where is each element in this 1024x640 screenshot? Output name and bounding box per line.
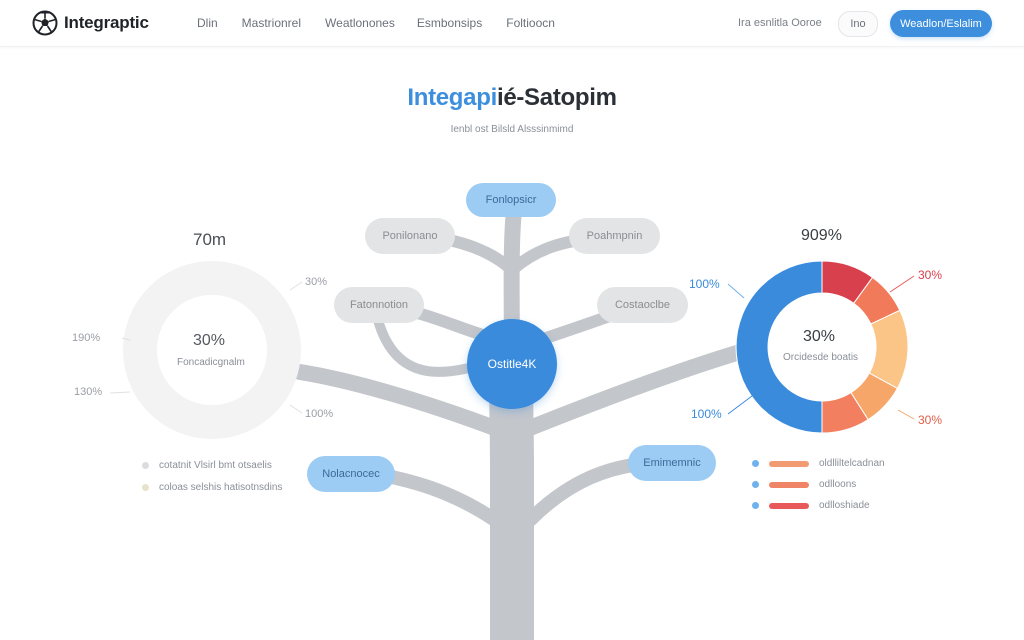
header-link[interactable]: Ira esnlitla Ooroe bbox=[738, 17, 822, 29]
legend-dot-icon bbox=[752, 502, 759, 509]
tree-hub-node[interactable]: Ostitle4K bbox=[467, 319, 557, 409]
tree-node-mid-left[interactable]: Fatonnotion bbox=[334, 287, 424, 323]
donut-center-label: Orcidesde boatis bbox=[783, 352, 859, 363]
nav-item-1[interactable]: Dlin bbox=[197, 16, 218, 30]
donut-legend-item-1: oldlliltelcadnan bbox=[752, 458, 885, 469]
legend-bar-icon bbox=[769, 460, 809, 467]
left-ring-label-1: 30% bbox=[305, 276, 328, 288]
nav-item-2[interactable]: Mastrionrel bbox=[241, 16, 302, 30]
tree-node-lower-left[interactable]: Nolacnocec bbox=[307, 456, 395, 492]
legend-dot-icon bbox=[142, 462, 149, 469]
soccer-ball-logo-icon bbox=[32, 10, 58, 36]
nav-item-4[interactable]: Esmbonsips bbox=[416, 16, 483, 30]
donut-label-4: 30% bbox=[918, 413, 943, 427]
legend-dot-icon bbox=[752, 460, 759, 467]
tree-node-lower-right[interactable]: Emimemnic bbox=[628, 445, 716, 481]
left-legend-item-1: cotatnit Vlsirl bmt otsaelis bbox=[142, 460, 272, 471]
left-ring-label-3: 130% bbox=[74, 386, 103, 398]
left-ring-label-2: 190% bbox=[72, 332, 101, 344]
login-button[interactable]: Ino bbox=[838, 11, 878, 37]
donut-segment-6 bbox=[821, 391, 869, 434]
tree-node-top[interactable]: Fonlopsicr bbox=[466, 183, 556, 217]
donut-top-label: 909% bbox=[801, 227, 842, 244]
left-legend-label-2: coloas selshis hatisotnsdins bbox=[159, 482, 283, 493]
brand[interactable]: Integraptic bbox=[32, 10, 149, 36]
donut-label-1: 100% bbox=[689, 277, 720, 291]
donut-label-2: 30% bbox=[918, 268, 943, 282]
left-ring-chart bbox=[109, 261, 303, 439]
donut-leaders bbox=[727, 275, 915, 420]
donut-legend-label-2: odlloons bbox=[819, 479, 857, 490]
page-title: Integapiié-Satopim bbox=[0, 84, 1024, 112]
left-ring-label-4: 100% bbox=[305, 408, 334, 420]
page-title-rest: ié-Satopim bbox=[496, 84, 617, 111]
left-legend-item-2: coloas selshis hatisotnsdins bbox=[142, 482, 282, 493]
donut-chart bbox=[735, 260, 909, 434]
legend-bar-icon bbox=[769, 481, 809, 488]
left-ring-top-label: 70m bbox=[193, 230, 227, 249]
left-ring-center-label: Foncadicgnalm bbox=[177, 357, 245, 368]
donut-legend-item-2: odlloons bbox=[752, 479, 856, 490]
tree-node-mid-right[interactable]: Costaoclbe bbox=[597, 287, 688, 323]
donut-label-3: 100% bbox=[691, 407, 722, 421]
nav-item-5[interactable]: Foltioocn bbox=[506, 16, 555, 30]
tree-node-upper-right[interactable]: Poahmpnin bbox=[569, 218, 660, 254]
donut-legend-label-1: oldlliltelcadnan bbox=[819, 458, 885, 469]
left-legend-label-1: cotatnit Vlsirl bmt otsaelis bbox=[159, 460, 272, 471]
donut-center-value: 30% bbox=[803, 328, 836, 345]
top-navigation-bar: Integraptic Dlin Mastrionrel Weatlonones… bbox=[0, 0, 1024, 47]
brand-name: Integraptic bbox=[64, 13, 149, 32]
donut-hole bbox=[768, 293, 876, 401]
tree-node-upper-left[interactable]: Ponilonano bbox=[365, 218, 455, 254]
legend-bar-icon bbox=[769, 502, 809, 509]
tree-branches bbox=[292, 192, 748, 640]
page-subtitle: Ienbl ost Bilsld Alsssinmimd bbox=[450, 124, 574, 135]
legend-dot-icon bbox=[752, 481, 759, 488]
nav-item-3[interactable]: Weatlonones bbox=[325, 16, 395, 30]
donut-legend-label-3: odlloshiade bbox=[819, 500, 870, 511]
cta-button[interactable]: Weadlon/Eslalim bbox=[890, 10, 992, 37]
donut-legend-item-3: odlloshiade bbox=[752, 500, 870, 511]
page-title-accent: Integapi bbox=[407, 84, 497, 111]
legend-dot-icon bbox=[142, 484, 149, 491]
left-ring-center-value: 30% bbox=[193, 332, 226, 349]
main-nav: Dlin Mastrionrel Weatlonones Esmbonsips … bbox=[197, 16, 555, 30]
